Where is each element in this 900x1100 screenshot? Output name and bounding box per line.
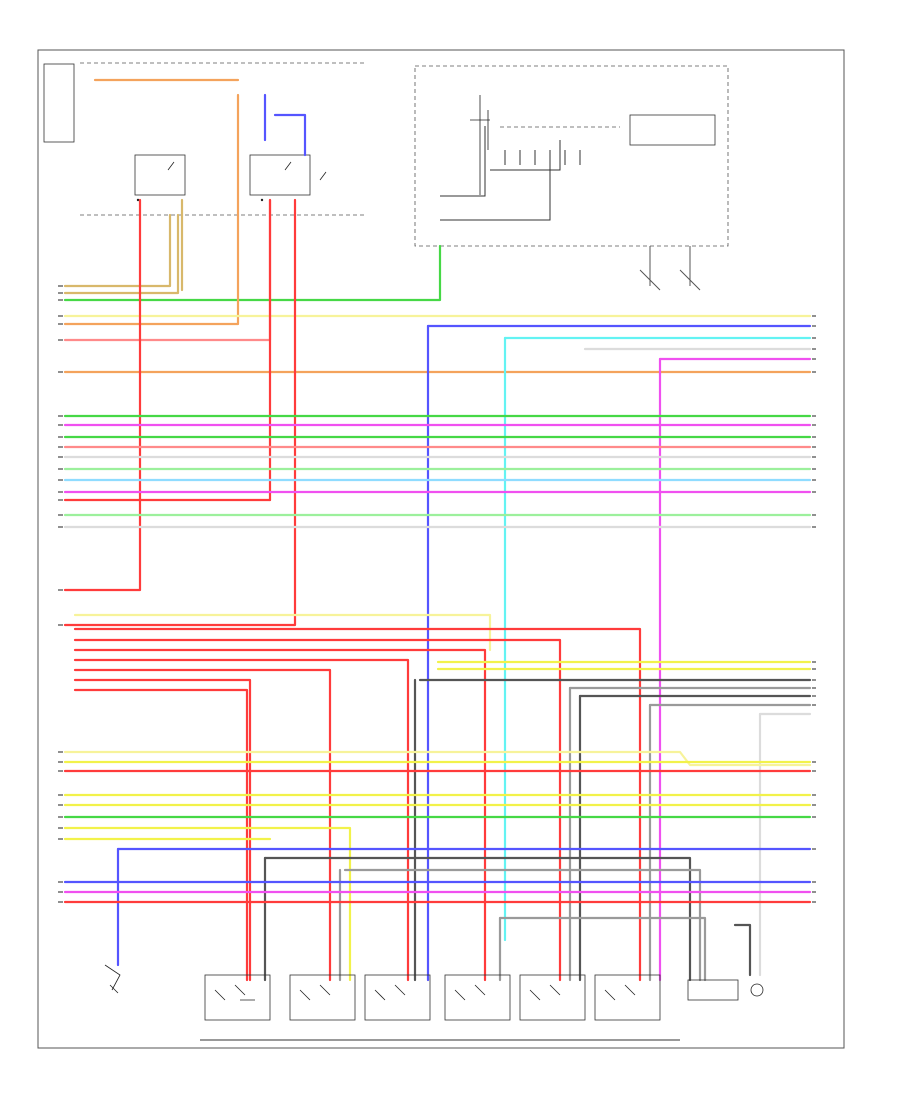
data-link-connector — [639, 246, 701, 291]
component-injector-1 — [204, 974, 271, 1021]
bottom-bus — [63, 847, 812, 982]
left-harness-top — [63, 93, 812, 374]
upper-feeds — [63, 78, 307, 627]
lower-band — [63, 750, 812, 982]
component-sensor-left — [104, 964, 121, 994]
relay-2 — [249, 154, 311, 196]
component-injector-4 — [444, 974, 511, 1021]
component-injector-3 — [364, 974, 431, 1021]
component-injector-2 — [289, 974, 356, 1021]
lower-left-bundle — [73, 613, 642, 982]
bottom-components — [104, 964, 764, 1041]
right-lower-bundle — [413, 660, 812, 982]
component-sensor-right — [687, 979, 764, 1001]
relay-1 — [134, 154, 186, 196]
pcm-inner-box — [629, 114, 716, 146]
left-connector-pins — [58, 285, 63, 903]
diagram-frame — [37, 49, 845, 1049]
pcm-box — [414, 65, 729, 247]
fuse-relay-block — [43, 62, 365, 216]
component-injector-5 — [519, 974, 586, 1021]
component-injector-6 — [594, 974, 661, 1021]
middle-bus — [63, 414, 812, 529]
right-connector-pins — [812, 315, 816, 903]
